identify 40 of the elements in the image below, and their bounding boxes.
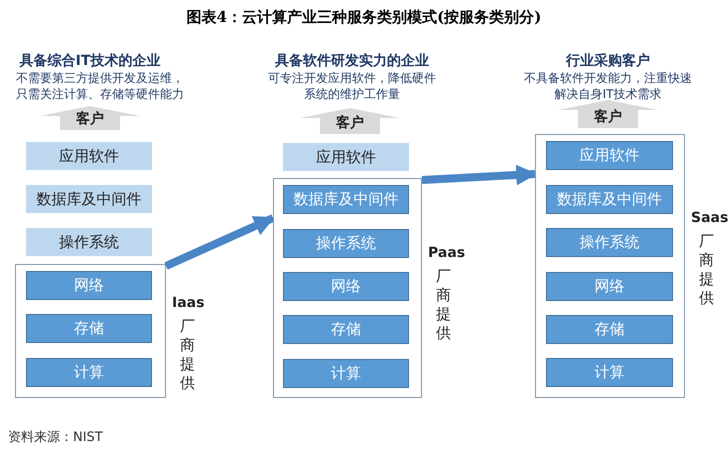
title: 图表4：云计算产业三种服务类别模式(按服务类别分) <box>186 8 542 27</box>
description-text: 不需要第三方提供开发及运维，只需关注计算、存储等硬件能力 <box>15 70 185 102</box>
provider-label: Iaas <box>172 295 204 311</box>
column-heading: 具备综合IT技术的企业 <box>18 52 162 70</box>
customer-arrow: 客户 <box>300 108 400 134</box>
layer-box: 数据库及中间件 <box>546 185 673 214</box>
layer-box: 存储 <box>26 314 152 343</box>
arrow <box>422 164 538 186</box>
layer-box: 应用软件 <box>283 143 409 171</box>
layer-box: 应用软件 <box>546 141 673 170</box>
customer-arrow: 客户 <box>40 106 140 130</box>
layer-box: 计算 <box>283 359 409 388</box>
layer-box: 网络 <box>26 271 152 300</box>
provider-frame <box>535 134 685 398</box>
vertical-text: 厂商提供 <box>436 267 452 343</box>
provider-label: Saas <box>691 210 728 226</box>
vertical-text: 厂商提供 <box>180 317 196 393</box>
source-note: 资料来源：NIST <box>8 429 103 446</box>
provider-frame <box>273 178 422 398</box>
provider-label: Paas <box>428 245 466 261</box>
description-text: 不具备软件开发能力，注重快速解决自身IT技术需求 <box>523 70 693 102</box>
column-heading: 具备软件研发实力的企业 <box>274 52 430 70</box>
description-text: 可专注开发应用软件，降低硬件系统的维护工作量 <box>267 70 437 102</box>
layer-box: 数据库及中间件 <box>283 185 409 214</box>
layer-box: 存储 <box>283 315 409 344</box>
layer-box: 存储 <box>546 315 673 344</box>
layer-box: 网络 <box>546 272 673 301</box>
layer-box: 操作系统 <box>26 228 152 256</box>
layer-box: 计算 <box>26 358 152 387</box>
layer-box: 网络 <box>283 272 409 301</box>
layer-box: 计算 <box>546 358 673 387</box>
arrow <box>164 214 275 270</box>
provider-frame <box>15 264 166 398</box>
layer-box: 应用软件 <box>26 142 152 170</box>
layer-box: 操作系统 <box>546 228 673 257</box>
layer-box: 操作系统 <box>283 229 409 258</box>
customer-arrow: 客户 <box>558 100 658 128</box>
layer-box: 数据库及中间件 <box>26 185 152 213</box>
vertical-text: 厂商提供 <box>699 232 715 308</box>
column-heading: 行业采购客户 <box>564 52 651 70</box>
